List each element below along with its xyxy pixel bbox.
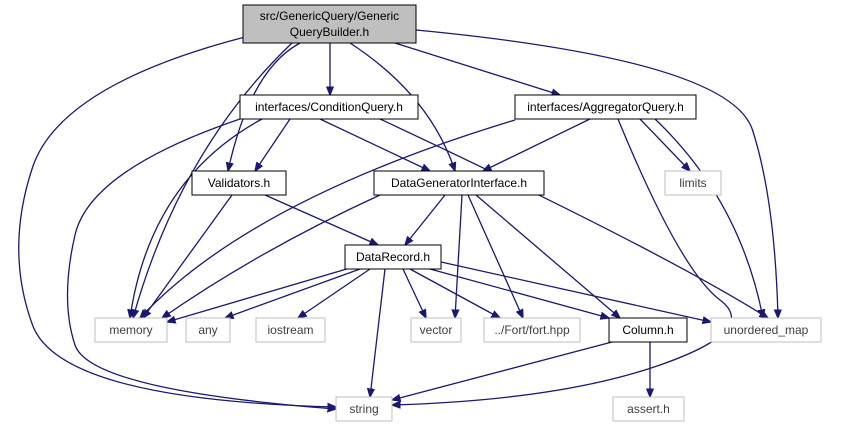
node-box-drec	[344, 244, 442, 270]
node-column[interactable]: Column.h	[608, 317, 688, 343]
node-box-fort	[483, 317, 581, 343]
edge-drec-to-vector	[402, 268, 426, 318]
edge-column-to-string	[392, 341, 613, 400]
edge-dgi-to-drec	[405, 194, 446, 245]
node-label-column: Column.h	[622, 323, 673, 337]
node-label-fort: ../Fort/fort.hpp	[494, 323, 570, 337]
node-label-memory: memory	[109, 323, 152, 337]
edge-root-to-memory	[133, 42, 293, 318]
node-fort: ../Fort/fort.hpp	[483, 317, 581, 343]
node-label-iostream: iostream	[267, 323, 313, 337]
node-memory: memory	[94, 317, 168, 343]
node-box-memory	[94, 317, 168, 343]
edge-cond-to-valid	[255, 118, 291, 171]
edge-aggr-to-limits	[639, 118, 690, 171]
node-label-valid: Validators.h	[208, 176, 270, 190]
node-box-cond	[239, 94, 419, 120]
node-string: string	[335, 396, 393, 422]
node-umap: unordered_map	[710, 317, 822, 343]
edges-layer	[18, 29, 778, 409]
node-any: any	[185, 317, 231, 343]
node-box-vector	[410, 317, 462, 343]
edge-cond-to-umap	[379, 118, 768, 318]
node-box-umap	[710, 317, 822, 343]
edge-valid-to-memory	[143, 194, 233, 318]
node-cond[interactable]: interfaces/ConditionQuery.h	[239, 94, 419, 120]
node-box-iostream	[255, 317, 326, 343]
edge-drec-to-column	[429, 268, 609, 318]
edge-cond-to-memory	[130, 118, 263, 318]
edge-aggr-to-umap	[654, 118, 763, 318]
edge-cond-to-dgi	[319, 118, 430, 171]
edge-root-to-valid	[228, 42, 301, 171]
node-aggr[interactable]: interfaces/AggregatorQuery.h	[514, 94, 697, 120]
node-label-vector: vector	[420, 323, 453, 337]
node-box-column	[608, 317, 688, 343]
node-assert: assert.h	[612, 396, 685, 422]
edge-drec-to-fort	[409, 268, 500, 318]
node-valid[interactable]: Validators.h	[191, 170, 287, 196]
edge-aggr-to-dgi	[483, 118, 591, 171]
node-drec[interactable]: DataRecord.h	[344, 244, 442, 270]
node-box-aggr	[514, 94, 697, 120]
node-label-aggr: interfaces/AggregatorQuery.h	[527, 100, 684, 114]
node-box-valid	[191, 170, 287, 196]
node-label-root-line-2: QueryBuilder.h	[290, 25, 369, 39]
node-vector: vector	[410, 317, 462, 343]
node-label-limits: limits	[679, 176, 706, 190]
edge-root-to-aggr	[394, 42, 560, 95]
edge-root-to-umap	[415, 29, 778, 318]
edge-drec-to-iostream	[298, 268, 371, 318]
node-label-drec: DataRecord.h	[356, 250, 430, 264]
node-limits: limits	[664, 170, 722, 196]
node-iostream: iostream	[255, 317, 326, 343]
node-dgi[interactable]: DataGeneratorInterface.h	[373, 170, 545, 196]
edge-drec-to-string	[370, 268, 386, 397]
edge-valid-to-drec	[264, 194, 378, 245]
node-box-dgi	[373, 170, 545, 196]
node-label-umap: unordered_map	[724, 323, 809, 337]
node-label-assert: assert.h	[627, 402, 670, 416]
node-box-root	[242, 4, 417, 44]
edge-dgi-to-vector	[455, 194, 463, 318]
edge-dgi-to-fort	[467, 194, 523, 318]
edge-dgi-to-column	[475, 194, 620, 318]
node-label-cond: interfaces/ConditionQuery.h	[255, 100, 403, 114]
edge-drec-to-any	[225, 268, 361, 318]
node-box-string	[335, 396, 393, 422]
node-label-root-line-1: src/GenericQuery/Generic	[260, 9, 399, 23]
node-label-dgi: DataGeneratorInterface.h	[391, 176, 527, 190]
node-box-any	[185, 317, 231, 343]
edge-dgi-to-memory	[162, 194, 381, 318]
edge-drec-to-memory	[167, 267, 351, 322]
node-label-any: any	[198, 323, 217, 337]
edge-drec-to-umap	[440, 261, 711, 322]
edge-cond-to-string	[66, 118, 337, 409]
node-box-limits	[664, 170, 722, 196]
node-label-string: string	[349, 402, 378, 416]
node-box-assert	[612, 396, 685, 422]
edge-aggr-to-memory	[140, 119, 516, 318]
edge-root-to-string	[18, 36, 336, 407]
